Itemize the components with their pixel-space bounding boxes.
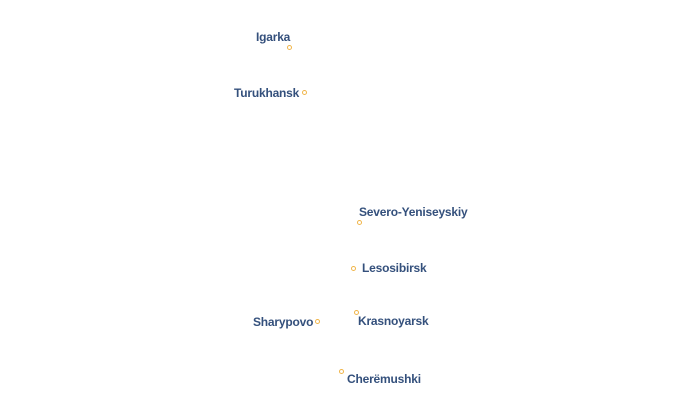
city-marker-turukhansk[interactable] bbox=[302, 90, 307, 95]
city-label-sharypovo: Sharypovo bbox=[253, 315, 314, 329]
city-label-igarka: Igarka bbox=[256, 30, 291, 44]
city-marker-krasnoyarsk[interactable] bbox=[354, 310, 359, 315]
city-label-krasnoyarsk: Krasnoyarsk bbox=[358, 314, 429, 328]
city-marker-severo-yeniseyskiy[interactable] bbox=[357, 220, 362, 225]
city-marker-igarka[interactable] bbox=[287, 45, 292, 50]
city-label-cheremushki: Cherëmushki bbox=[347, 372, 421, 386]
city-marker-lesosibirsk[interactable] bbox=[351, 266, 356, 271]
city-marker-sharypovo[interactable] bbox=[315, 319, 320, 324]
city-marker-cheremushki[interactable] bbox=[339, 369, 344, 374]
city-label-turukhansk: Turukhansk bbox=[234, 86, 300, 100]
city-label-severo-yeniseyskiy: Severo-Yeniseyskiy bbox=[359, 205, 468, 219]
city-label-lesosibirsk: Lesosibirsk bbox=[362, 261, 427, 275]
